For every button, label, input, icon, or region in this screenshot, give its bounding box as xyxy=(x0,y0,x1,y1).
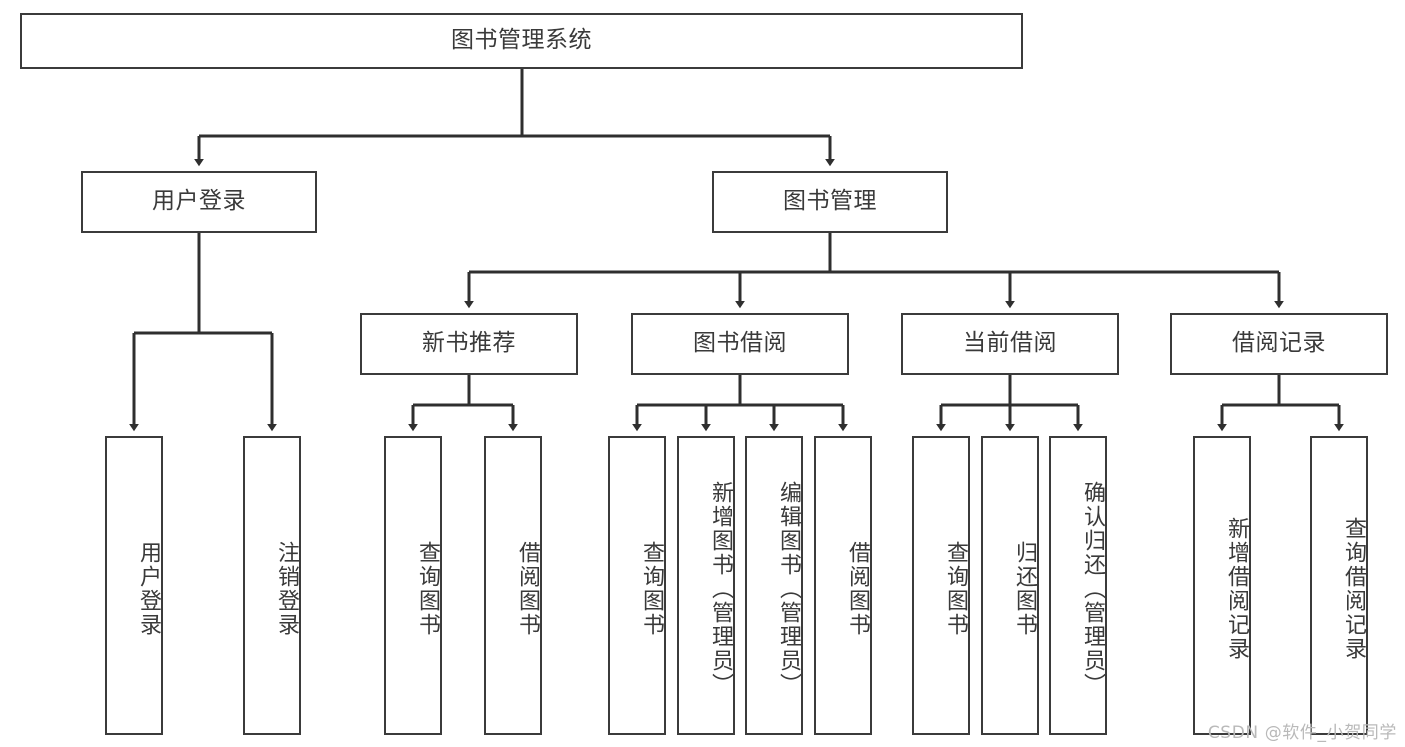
node-current-borrow[interactable]: 当前借阅 xyxy=(901,313,1119,375)
leaf-label: 查询图书 xyxy=(943,540,968,637)
leaf-label: 归还图书 xyxy=(1012,540,1037,637)
leaf-label: 借阅图书 xyxy=(515,540,540,637)
node-user-login[interactable]: 用户登录 xyxy=(81,171,317,233)
leaf-label: 借阅图书 xyxy=(845,540,870,637)
leaf-label: 用户登录 xyxy=(136,540,161,637)
leaf-borrow-record-add[interactable]: 新增借阅记录 xyxy=(1193,436,1251,735)
leaf-user-login-logout[interactable]: 注销登录 xyxy=(243,436,301,735)
leaf-new-book-query[interactable]: 查询图书 xyxy=(384,436,442,735)
leaf-user-login-login[interactable]: 用户登录 xyxy=(105,436,163,735)
leaf-current-borrow-confirm-return[interactable]: 确认归还（管理员） xyxy=(1049,436,1107,735)
leaf-label: 查询借阅记录 xyxy=(1341,516,1366,661)
leaf-new-book-borrow[interactable]: 借阅图书 xyxy=(484,436,542,735)
csdn-watermark: CSDN @软件_小贺同学 xyxy=(1207,723,1397,743)
leaf-book-borrow-query[interactable]: 查询图书 xyxy=(608,436,666,735)
leaf-label: 查询图书 xyxy=(639,540,664,637)
node-book-borrow[interactable]: 图书借阅 xyxy=(631,313,849,375)
leaf-book-borrow-borrow[interactable]: 借阅图书 xyxy=(814,436,872,735)
leaf-book-borrow-add[interactable]: 新增图书（管理员） xyxy=(677,436,735,735)
leaf-label: 新增图书（管理员） xyxy=(708,480,733,697)
leaf-book-borrow-edit[interactable]: 编辑图书（管理员） xyxy=(745,436,803,735)
leaf-label: 新增借阅记录 xyxy=(1224,516,1249,661)
leaf-label: 查询图书 xyxy=(415,540,440,637)
node-root-system[interactable]: 图书管理系统 xyxy=(20,13,1023,69)
node-book-management[interactable]: 图书管理 xyxy=(712,171,948,233)
leaf-current-borrow-return[interactable]: 归还图书 xyxy=(981,436,1039,735)
leaf-current-borrow-query[interactable]: 查询图书 xyxy=(912,436,970,735)
leaf-borrow-record-query[interactable]: 查询借阅记录 xyxy=(1310,436,1368,735)
node-borrow-record[interactable]: 借阅记录 xyxy=(1170,313,1388,375)
leaf-label: 确认归还（管理员） xyxy=(1080,480,1105,697)
node-new-book-recommend[interactable]: 新书推荐 xyxy=(360,313,578,375)
leaf-label: 编辑图书（管理员） xyxy=(776,480,801,697)
leaf-label: 注销登录 xyxy=(274,540,299,637)
